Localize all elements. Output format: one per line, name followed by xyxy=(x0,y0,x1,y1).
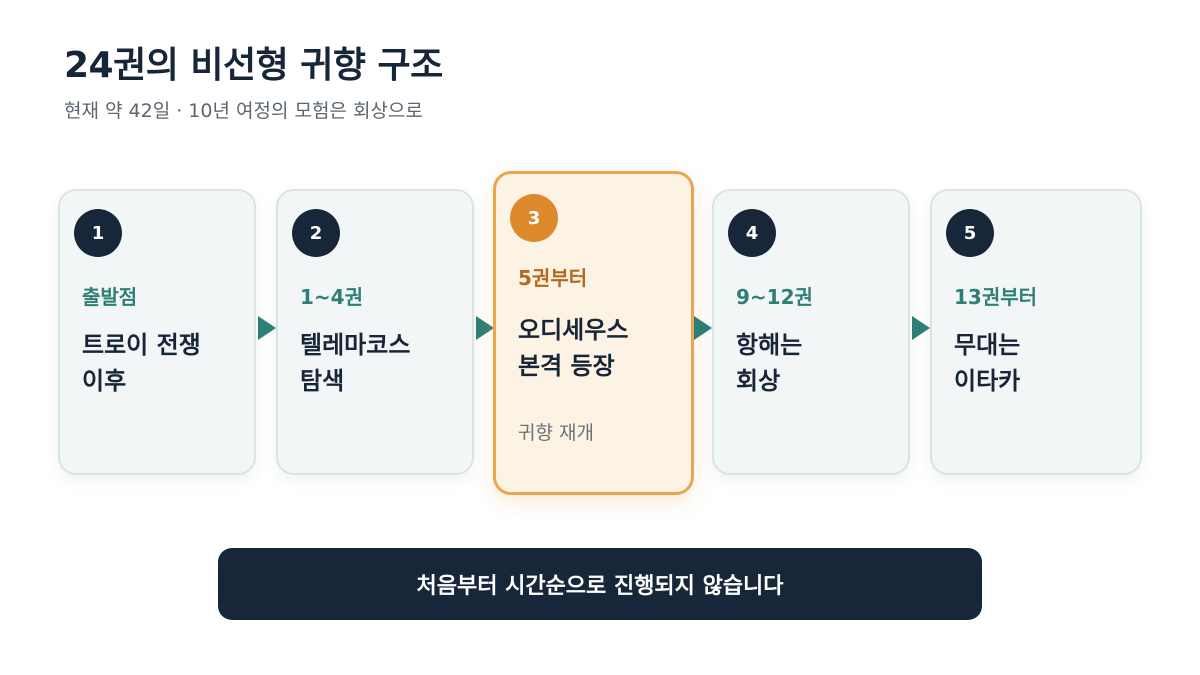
step-tag: 출발점 xyxy=(82,285,138,309)
page-subtitle: 현재 약 42일 · 10년 여정의 모험은 회상으로 xyxy=(64,100,423,122)
step-tag: 9~12권 xyxy=(736,285,813,309)
step-title: 항해는 회상 xyxy=(736,327,898,399)
summary-banner: 처음부터 시간순으로 진행되지 않습니다 xyxy=(218,548,982,620)
arrow-right-icon xyxy=(258,316,276,340)
step-title-line: 탐색 xyxy=(300,367,345,395)
step-title-line: 이타카 xyxy=(954,367,1021,395)
step-title-line: 회상 xyxy=(736,367,781,395)
step-title-line: 항해는 xyxy=(736,331,803,359)
step-number-badge: 3 xyxy=(510,194,558,242)
step-title: 텔레마코스 탐색 xyxy=(300,327,462,399)
step-number-badge: 2 xyxy=(292,209,340,257)
step-note: 귀향 재개 xyxy=(518,422,594,444)
arrow-right-icon xyxy=(912,316,930,340)
step-title-line: 오디세우스 xyxy=(518,316,629,344)
step-card-5: 5 13권부터 무대는 이타카 xyxy=(930,189,1142,475)
step-title: 무대는 이타카 xyxy=(954,327,1130,399)
step-title-line: 텔레마코스 xyxy=(300,331,411,359)
step-card-2: 2 1~4권 텔레마코스 탐색 xyxy=(276,189,474,475)
step-card-3: 3 5권부터 오디세우스 본격 등장 귀향 재개 xyxy=(493,171,694,495)
step-title-line: 본격 등장 xyxy=(518,352,615,380)
arrow-right-icon xyxy=(476,316,494,340)
step-card-4: 4 9~12권 항해는 회상 xyxy=(712,189,910,475)
step-tag: 5권부터 xyxy=(518,266,588,290)
step-number-badge: 5 xyxy=(946,209,994,257)
step-title: 오디세우스 본격 등장 xyxy=(518,312,681,384)
step-title: 트로이 전쟁 이후 xyxy=(82,327,244,399)
step-title-line: 무대는 xyxy=(954,331,1021,359)
step-title-line: 트로이 전쟁 xyxy=(82,331,201,359)
step-card-1: 1 출발점 트로이 전쟁 이후 xyxy=(58,189,256,475)
step-tag: 13권부터 xyxy=(954,285,1038,309)
step-title-line: 이후 xyxy=(82,367,127,395)
arrow-right-icon xyxy=(694,316,712,340)
page-title: 24권의 비선형 귀향 구조 xyxy=(64,45,443,86)
step-number-badge: 1 xyxy=(74,209,122,257)
step-tag: 1~4권 xyxy=(300,285,363,309)
step-number-badge: 4 xyxy=(728,209,776,257)
